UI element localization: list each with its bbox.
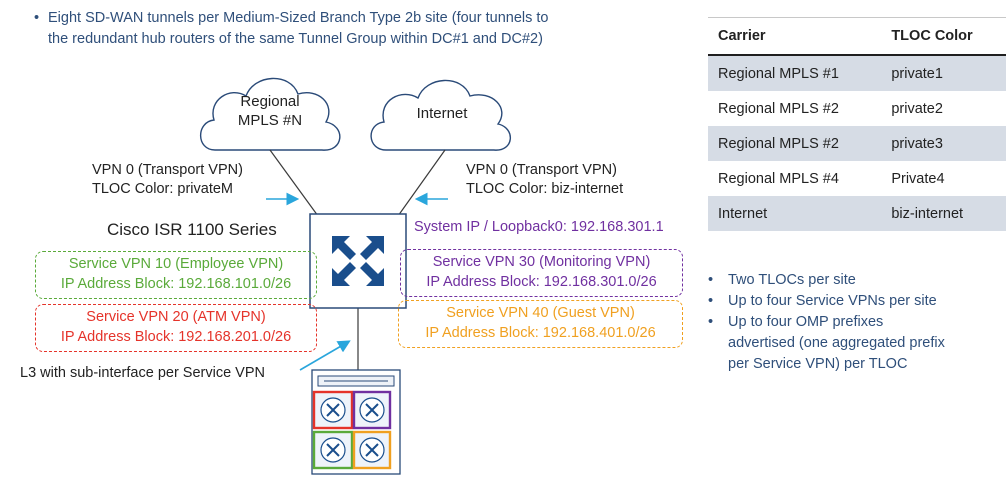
bullet-dot: • (34, 10, 40, 26)
table-row: Regional MPLS #2 private3 (708, 126, 1006, 161)
system-ip-label: System IP / Loopback0: 192.168.301.1 (414, 219, 664, 235)
bullet-continuation: advertised (one aggregated prefix (708, 333, 945, 354)
mpls-cloud-icon (200, 77, 341, 151)
bullet-item: • Up to four OMP prefixes (708, 312, 945, 333)
router-icon (309, 213, 407, 309)
top-note-line2: the redundant hub routers of the same Tu… (48, 31, 543, 47)
transport-left: VPN 0 (Transport VPN) TLOC Color: privat… (92, 161, 243, 199)
transport-left-line1: VPN 0 (Transport VPN) (92, 162, 243, 178)
service-vpn-10-name: Service VPN 10 (Employee VPN) (68, 256, 284, 272)
tloc-color-header: TLOC Color (881, 17, 1006, 56)
service-vpn-40-box (398, 300, 683, 348)
bullet-text: Up to four OMP prefixes (728, 314, 884, 330)
mpls-cloud-line2: MPLS #N (237, 112, 303, 129)
bullet-dot: • (708, 272, 714, 288)
bullet-text: per Service VPN) per TLOC (728, 356, 908, 372)
tloc-color-cell: private1 (881, 55, 1006, 91)
carrier-cell: Regional MPLS #1 (708, 55, 882, 91)
service-vpn-20-box (35, 304, 317, 352)
bullet-item: • Two TLOCs per site (708, 270, 945, 291)
service-vpn-10: Service VPN 10 (Employee VPN) IP Address… (35, 254, 317, 294)
service-vpn-30-block: IP Address Block: 192.168.301.0/26 (426, 274, 657, 290)
table-row: Regional MPLS #2 private2 (708, 91, 1006, 126)
service-vpn-40: Service VPN 40 (Guest VPN) IP Address Bl… (398, 303, 683, 343)
carrier-cell: Internet (708, 196, 882, 231)
top-note: • Eight SD-WAN tunnels per Medium-Sized … (34, 8, 549, 50)
tloc-color-cell: private2 (891, 100, 943, 117)
carrier-cell: Regional MPLS #2 (708, 126, 882, 161)
l3-arrow (299, 340, 351, 371)
l3-label: L3 with sub-interface per Service VPN (20, 365, 265, 381)
carrier-cell: Regional MPLS #2 (718, 100, 839, 117)
router-title: Cisco ISR 1100 Series (107, 220, 277, 239)
carrier-cell: Regional MPLS #4 (718, 170, 839, 187)
service-vpn-10-box (35, 251, 317, 299)
bullet-continuation: per Service VPN) per TLOC (708, 354, 945, 375)
network-diagram (200, 77, 511, 475)
service-vpn-10-block: IP Address Block: 192.168.101.0/26 (60, 276, 292, 292)
table-row: Internet biz-internet (708, 196, 1006, 231)
service-vpn-30: Service VPN 30 (Monitoring VPN) IP Addre… (400, 252, 683, 292)
transport-left-line2: TLOC Color: privateM (92, 181, 234, 197)
table-row: Regional MPLS #4 Private4 (708, 161, 1006, 196)
transport-right-line2: TLOC Color: biz-internet (466, 181, 624, 197)
summary-bullets: • Two TLOCs per site • Up to four Service … (708, 270, 945, 375)
tloc-color-cell: private3 (881, 126, 1006, 161)
service-vpn-40-block: IP Address Block: 192.168.401.0/26 (425, 325, 656, 341)
bullet-text: Two TLOCs per site (728, 272, 856, 288)
carrier-header: Carrier (708, 17, 882, 56)
top-note-line1: Eight SD-WAN tunnels per Medium-Sized Br… (48, 10, 549, 26)
tloc-color-cell: biz-internet (881, 196, 1006, 231)
internet-cloud-label: Internet (416, 105, 468, 122)
service-vpn-30-name: Service VPN 30 (Monitoring VPN) (432, 254, 651, 270)
bullet-item: • Up to four Service VPNs per site (708, 291, 945, 312)
bullet-text: Up to four Service VPNs per site (728, 293, 937, 309)
service-vpn-20-name: Service VPN 20 (ATM VPN) (86, 309, 266, 325)
internet-link (397, 149, 446, 217)
internet-cloud-icon (370, 79, 511, 151)
carrier-table-header: Carrier TLOC Color (708, 17, 1006, 56)
service-vpn-30-box (400, 249, 683, 297)
bullet-dot: • (708, 314, 714, 330)
bullet-dot: • (708, 293, 714, 309)
service-vpn-20: Service VPN 20 (ATM VPN) IP Address Bloc… (35, 307, 317, 347)
mpls-cloud-label: Regional MPLS #N (222, 92, 318, 130)
service-vpn-20-block: IP Address Block: 192.168.201.0/26 (60, 329, 292, 345)
bullet-text: advertised (one aggregated prefix (728, 335, 945, 351)
tloc-color-cell: Private4 (891, 170, 945, 187)
mpls-cloud-line1: Regional (240, 93, 300, 110)
transport-right: VPN 0 (Transport VPN) TLOC Color: biz-in… (466, 161, 623, 199)
table-row: Regional MPLS #1 private1 (708, 55, 1006, 91)
transport-right-line1: VPN 0 (Transport VPN) (466, 162, 617, 178)
switch-stack-icon (311, 369, 401, 475)
service-vpn-40-name: Service VPN 40 (Guest VPN) (446, 305, 635, 321)
carrier-table: Carrier TLOC Color Regional MPLS #1 priv… (708, 17, 1006, 231)
mpls-link (269, 149, 319, 217)
